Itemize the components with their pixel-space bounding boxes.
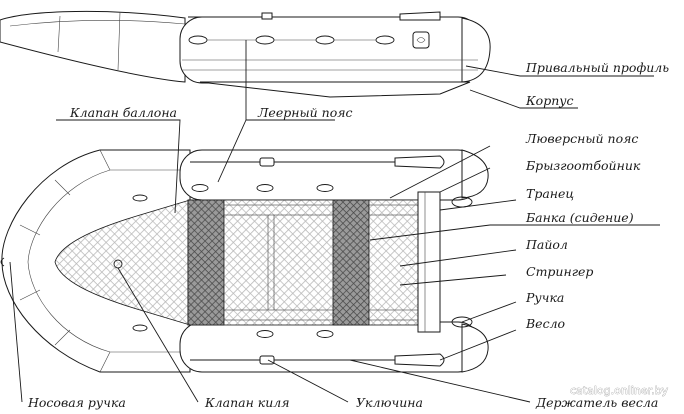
label-hull: Корпус (525, 93, 574, 108)
label-handle: Ручка (525, 290, 564, 305)
top-oars (190, 155, 445, 367)
top-bench-front (187, 199, 225, 326)
top-view (0, 149, 489, 373)
label-oar: Весло (525, 316, 565, 331)
bow-handle-icon (0, 257, 5, 267)
label-transom: Транец (526, 186, 574, 201)
leader-lines (9, 40, 660, 403)
side-bow (0, 10, 186, 83)
label-bow-handle: Носовая ручка (27, 395, 126, 410)
watermark: catalog.onliner.by (570, 384, 669, 397)
label-lifeline: Леерный пояс (257, 105, 353, 120)
label-rub-profile: Привальный профиль (525, 60, 669, 75)
label-stringer: Стрингер (526, 264, 593, 279)
label-balloon-valve: Клапан баллона (69, 105, 177, 120)
labels: Привальный профиль Корпус Клапан баллона… (27, 60, 669, 410)
side-handles (188, 35, 395, 45)
label-floor: Пайол (525, 237, 568, 252)
side-hull-bottom (199, 81, 471, 98)
label-bench: Банка (сидение) (525, 210, 634, 225)
side-tube (179, 16, 481, 84)
label-grommet-belt: Люверсный пояс (525, 131, 638, 146)
top-floor-bow (54, 199, 191, 326)
side-logo-icon (412, 31, 430, 49)
label-splash-guard: Брызгоотбойник (525, 158, 641, 173)
side-tube-end (461, 17, 491, 83)
top-floor (187, 199, 419, 326)
label-oar-holder: Держатель весла (535, 395, 658, 410)
top-handles (132, 184, 334, 338)
label-keel-valve: Клапан киля (204, 395, 290, 410)
top-bench-rear (332, 199, 370, 326)
label-oarlock: Уключина (356, 395, 423, 410)
side-view (0, 10, 654, 109)
